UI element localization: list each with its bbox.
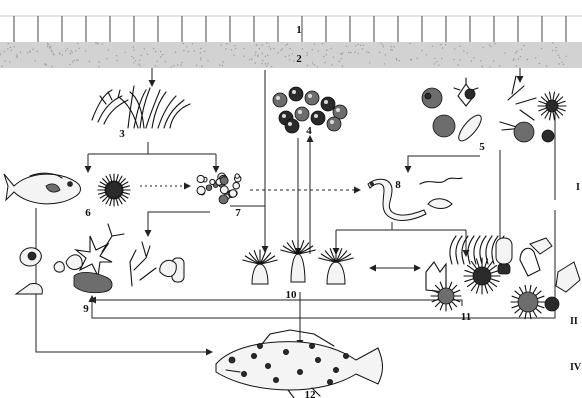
fish-and-urchin xyxy=(4,173,130,206)
seagrass-cluster xyxy=(92,86,190,128)
coral-clump xyxy=(197,173,241,204)
label-12: 12 xyxy=(305,389,317,398)
anemones xyxy=(243,240,353,284)
label-8: 8 xyxy=(395,179,401,191)
reef-community xyxy=(426,236,580,319)
water-column xyxy=(0,16,582,68)
label-5: 5 xyxy=(479,141,485,153)
label-11: 11 xyxy=(461,311,471,323)
level-IV: IV xyxy=(570,362,582,373)
label-2: 2 xyxy=(296,53,302,65)
label-7: 7 xyxy=(235,207,241,219)
level-I: I xyxy=(576,182,580,193)
label-9: 9 xyxy=(83,303,89,315)
level-II: II xyxy=(570,316,578,327)
label-6: 6 xyxy=(85,207,91,219)
label-3: 3 xyxy=(119,128,125,140)
worms xyxy=(368,178,462,220)
label-4: 4 xyxy=(306,125,312,137)
label-10: 10 xyxy=(286,289,298,301)
label-1: 1 xyxy=(296,24,302,36)
grouper-fish xyxy=(216,330,383,398)
plankton-group xyxy=(422,76,566,144)
benthic-invertebrates xyxy=(16,224,184,294)
